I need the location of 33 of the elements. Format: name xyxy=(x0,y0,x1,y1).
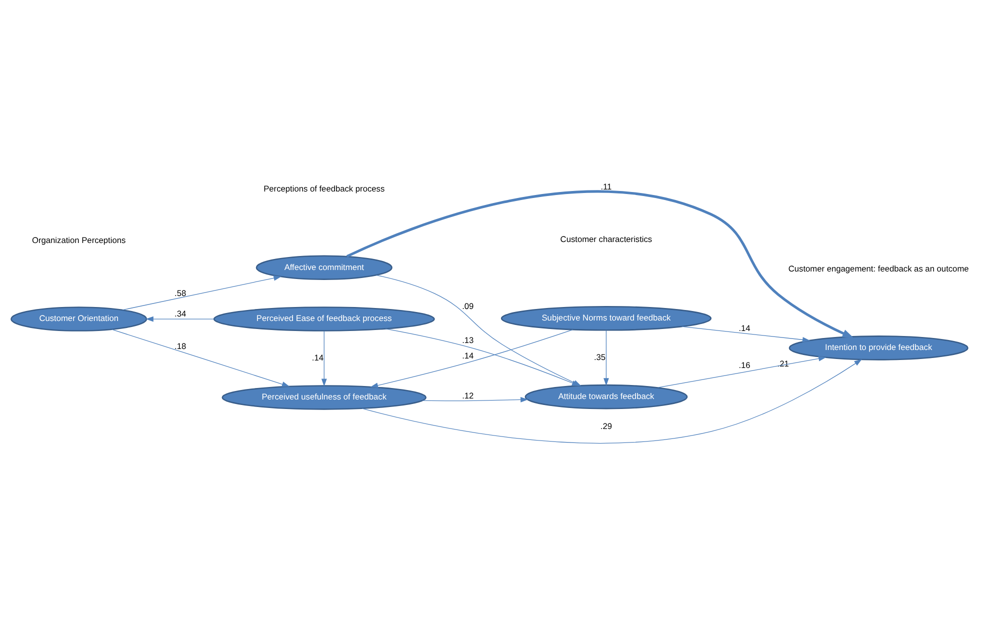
edge-label: .29 xyxy=(600,420,612,431)
edge-label: .14 xyxy=(738,322,750,332)
edge-label: .13 xyxy=(462,334,474,345)
arrow xyxy=(122,274,282,310)
node-ellipse: Perceived usefulness of feedback xyxy=(222,384,427,410)
node-label: .21 xyxy=(777,358,789,368)
arrow xyxy=(346,190,854,338)
arrow xyxy=(658,355,826,388)
arrow xyxy=(682,326,810,342)
edge-label: .14 xyxy=(462,350,474,360)
node-ellipse: Perceived Ease of feedback process xyxy=(213,306,435,331)
label: Customer engagement: feedback as an outcome xyxy=(788,263,969,274)
arrow xyxy=(362,358,862,443)
node-ellipse: Customer Orientation xyxy=(10,306,148,331)
arrow xyxy=(604,330,609,386)
edge-label: .58 xyxy=(174,288,186,298)
arrow xyxy=(146,316,214,322)
edge-label: .11 xyxy=(600,180,612,191)
arrow xyxy=(112,328,290,386)
edge-label: .18 xyxy=(174,340,186,350)
edge-label: .34 xyxy=(174,308,186,318)
edge-label: .16 xyxy=(738,360,750,370)
label: Perceptions of feedback process xyxy=(264,182,385,193)
edge-label: .12 xyxy=(462,390,474,400)
arrow xyxy=(321,330,327,386)
edge-label: .35 xyxy=(594,351,606,362)
edge-label: .14 xyxy=(312,352,324,362)
label: Customer characteristics xyxy=(560,234,652,244)
node-ellipse: Subjective Norms toward feedback xyxy=(500,305,712,330)
arrow xyxy=(422,396,528,402)
label: Organization Perceptions xyxy=(32,234,126,244)
edge-label: .09 xyxy=(462,300,474,310)
node-ellipse: Attitude towards feedback xyxy=(524,384,688,409)
